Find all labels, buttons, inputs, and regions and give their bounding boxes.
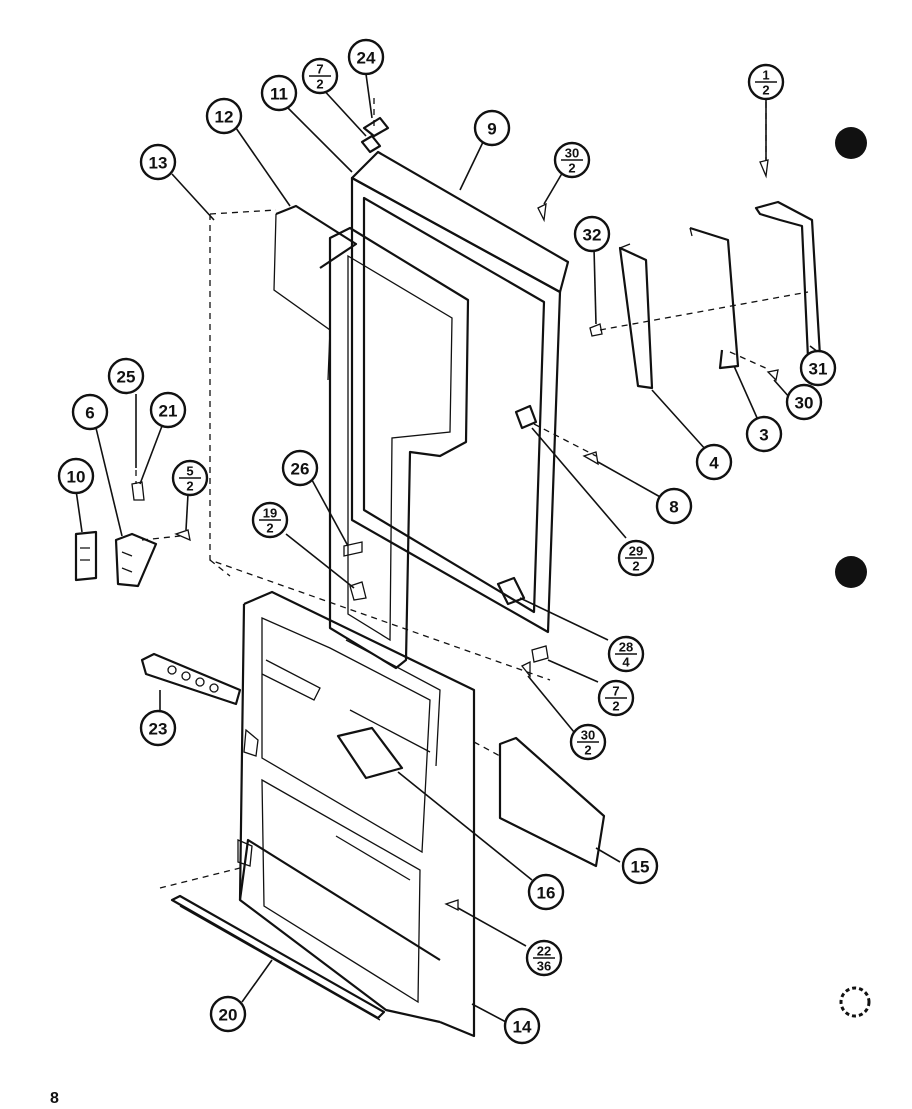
callout-8: 8: [655, 487, 693, 525]
hinge-bracket-part-3: [689, 226, 740, 370]
callout-label: 24: [357, 49, 376, 68]
registration-dot: [835, 556, 867, 588]
callout-3: 3: [745, 415, 783, 453]
callout-25: 25: [107, 357, 145, 395]
registration-dot: [835, 127, 867, 159]
bottom-trim-part-20: [159, 867, 386, 1021]
door-rail-part-15: [473, 736, 606, 868]
dairy-insert-part-23: [140, 652, 242, 706]
callout-label: 30: [795, 394, 814, 413]
callout-part-number: 7: [316, 62, 323, 77]
callout-part-number: 30: [565, 146, 579, 161]
callout-label: 23: [149, 720, 168, 739]
callout-label: 3: [759, 426, 768, 445]
callout-30-2-top: 302: [553, 141, 591, 179]
callout-part-number: 30: [581, 728, 595, 743]
gasket-frame-part-11: [328, 226, 470, 670]
shelf-part-16: [336, 726, 404, 780]
callout-7-2-bottom: 72: [597, 679, 635, 717]
callout-10: 10: [57, 457, 95, 495]
hinge-cover-part-10: [74, 530, 98, 582]
scan-blot: [839, 986, 871, 1018]
callout-part-number: 28: [619, 640, 633, 655]
callout-6: 6: [71, 393, 109, 431]
door-frame-part-9: [350, 150, 570, 634]
callout-label: 12: [215, 108, 234, 127]
callout-part-number: 1: [762, 68, 769, 83]
callout-quantity: 4: [622, 655, 630, 670]
callout-label: 32: [583, 226, 602, 245]
callout-label: 9: [487, 120, 496, 139]
callout-30-2-bottom: 302: [569, 723, 607, 761]
insulation-panel-part-12: [273, 204, 358, 381]
callout-32: 32: [573, 215, 611, 253]
callout-label: 6: [85, 404, 94, 423]
hardware-pieces: [131, 116, 779, 912]
callout-label: 11: [270, 85, 288, 104]
callout-15: 15: [621, 847, 659, 885]
callout-26: 26: [281, 449, 319, 487]
hinge-bracket-part-31: [754, 200, 822, 360]
callout-16: 16: [527, 873, 565, 911]
callout-quantity: 36: [537, 959, 551, 974]
callout-quantity: 2: [266, 521, 273, 536]
callout-20: 20: [209, 995, 247, 1033]
door-panel-part-14: [237, 590, 476, 1038]
callout-label: 26: [291, 460, 310, 479]
callout-quantity: 2: [762, 83, 769, 98]
callout-31: 31: [799, 349, 837, 387]
hinge-bracket-part-6: [114, 532, 158, 588]
callout-30: 30: [785, 383, 823, 421]
callout-label: 21: [159, 402, 178, 421]
assembly-lines: [135, 98, 809, 541]
callout-part-number: 7: [612, 684, 619, 699]
callout-24: 24: [347, 38, 385, 76]
callout-19-2: 192: [251, 501, 289, 539]
callout-5-2: 52: [171, 459, 209, 497]
callout-quantity: 2: [612, 699, 619, 714]
leader-lines: [75, 73, 819, 1023]
callout-quantity: 2: [186, 479, 193, 494]
callout-1-2: 12: [747, 63, 785, 101]
callout-part-number: 22: [537, 944, 551, 959]
callout-part-number: 5: [186, 464, 193, 479]
callout-4: 4: [695, 443, 733, 481]
callout-part-number: 29: [629, 544, 643, 559]
callout-label: 16: [537, 884, 556, 903]
callout-quantity: 2: [568, 161, 575, 176]
callout-quantity: 2: [316, 77, 323, 92]
callout-11: 11: [260, 74, 298, 112]
callout-label: 15: [631, 858, 650, 877]
callout-21: 21: [149, 391, 187, 429]
callout-23: 23: [139, 709, 177, 747]
callout-part-number: 19: [263, 506, 277, 521]
callout-quantity: 2: [584, 743, 591, 758]
callout-12: 12: [205, 97, 243, 135]
callout-label: 4: [709, 454, 719, 473]
callout-9: 9: [473, 109, 511, 147]
liner-outline-part-13: [209, 209, 551, 681]
callout-label: 8: [669, 498, 678, 517]
hinge-bracket-part-4: [618, 243, 654, 390]
callout-29-2: 292: [617, 539, 655, 577]
callout-28-4: 284: [607, 635, 645, 673]
callout-13: 13: [139, 143, 177, 181]
callout-label: 20: [219, 1006, 238, 1025]
callout-quantity: 2: [632, 559, 639, 574]
page-number: 8: [50, 1090, 59, 1107]
callout-label: 10: [67, 468, 86, 487]
callout-label: 31: [809, 360, 828, 379]
callout-label: 25: [117, 368, 136, 387]
callout-7-2-top: 72: [301, 57, 339, 95]
callout-label: 13: [149, 154, 168, 173]
callout-14: 14: [503, 1007, 541, 1045]
callout-label: 14: [513, 1018, 532, 1037]
